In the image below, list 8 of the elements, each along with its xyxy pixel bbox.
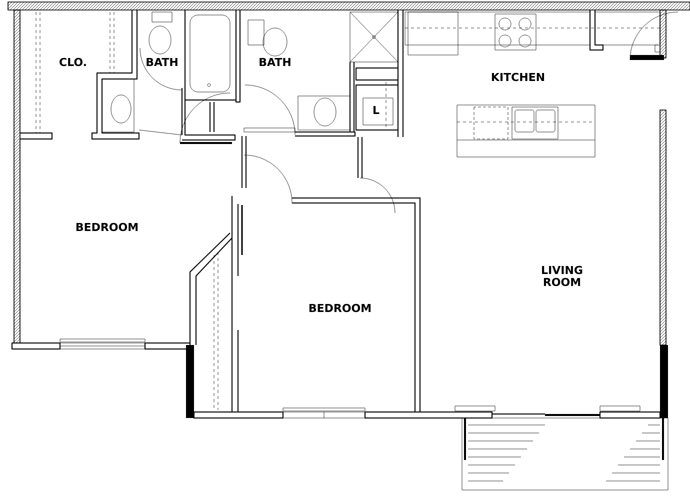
room-label: BEDROOM: [309, 304, 371, 312]
room-label: BATH: [260, 58, 290, 66]
room-label: BEDROOM: [76, 222, 138, 232]
room-label: CLO.: [60, 58, 86, 66]
room-label: KITCHEN: [492, 72, 544, 82]
room-label: LIVING ROOM: [542, 266, 582, 286]
washer-label: L: [374, 106, 380, 114]
room-label: BATH: [146, 58, 178, 66]
